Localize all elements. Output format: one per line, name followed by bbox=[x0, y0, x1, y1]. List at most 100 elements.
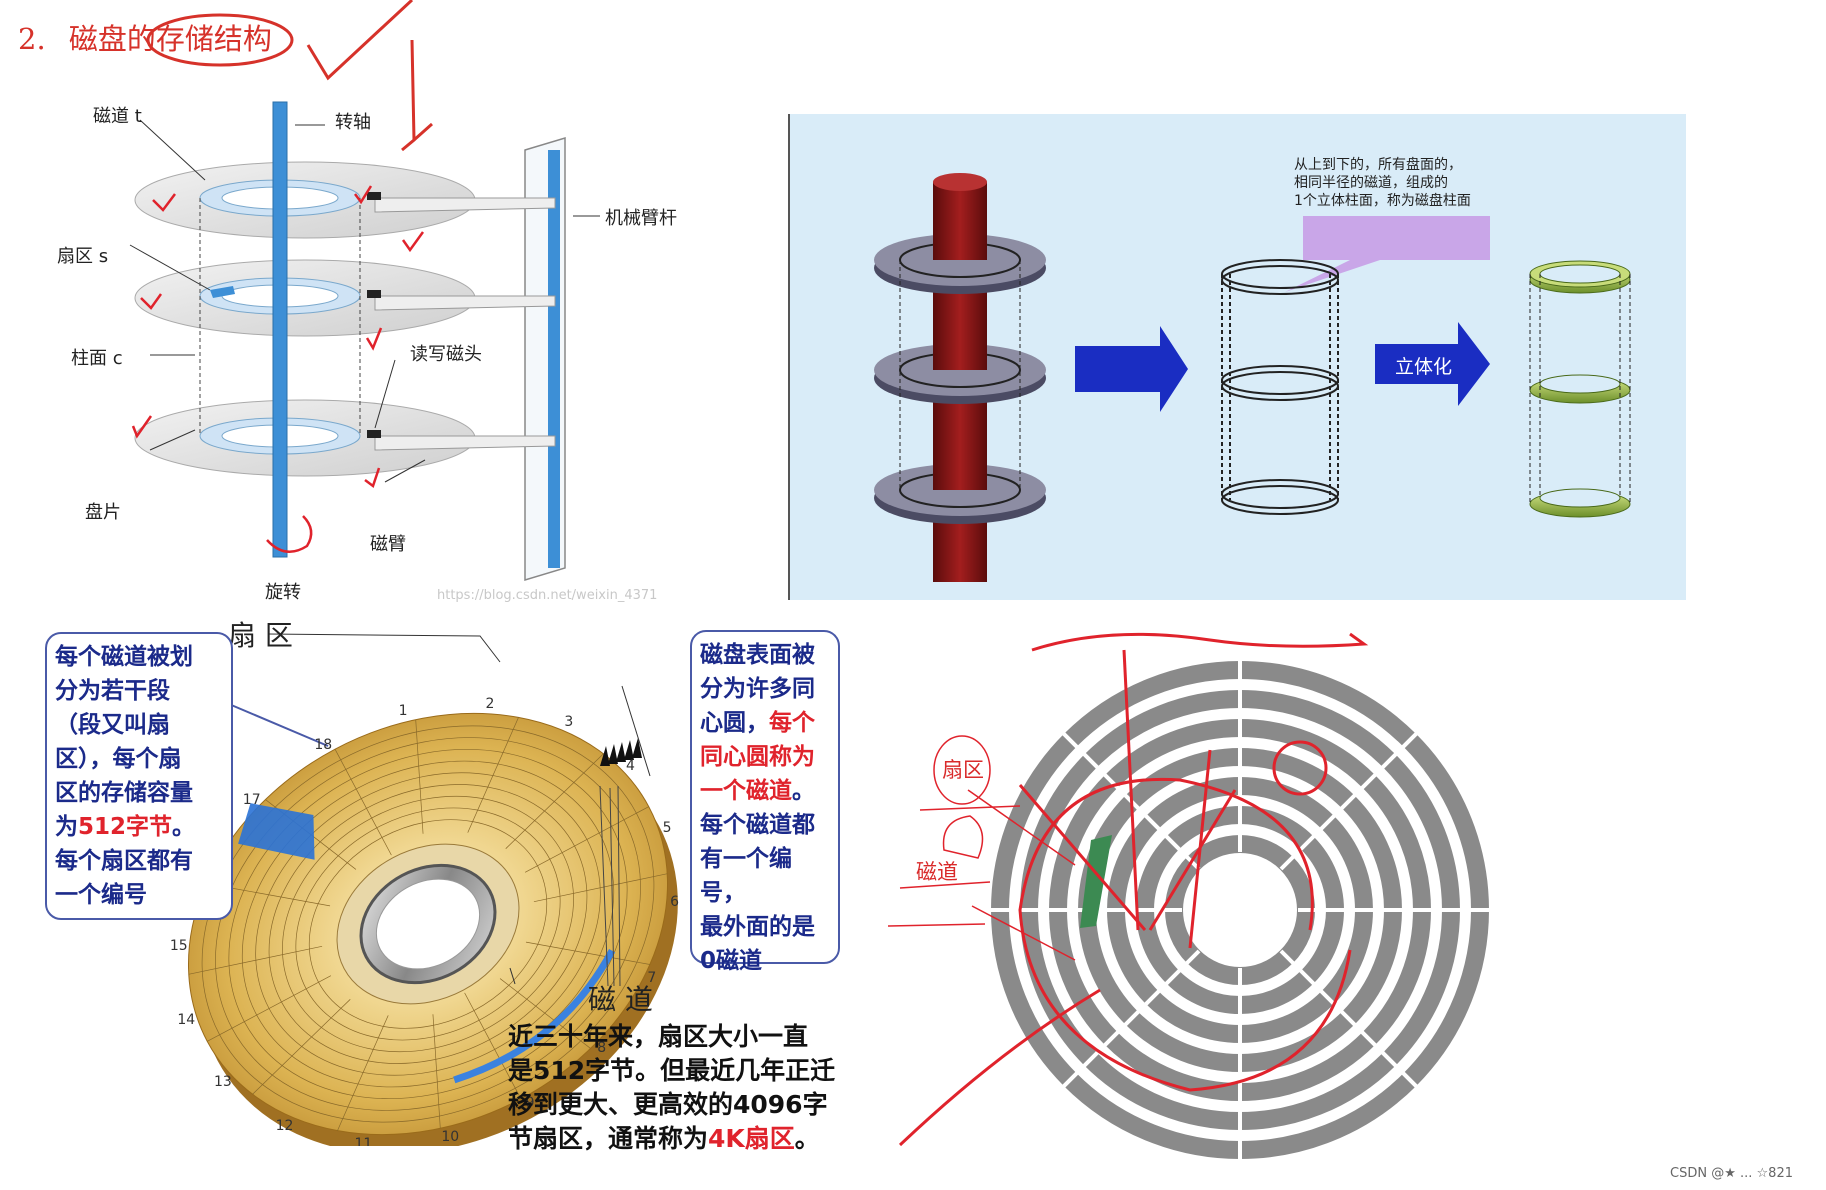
bubble-box bbox=[1303, 216, 1490, 260]
right-callout-highlight: 一个磁道 bbox=[700, 778, 792, 804]
fig3-track-label: 磁 道 bbox=[588, 983, 653, 1016]
left-callout-line: （段又叫扇 bbox=[55, 712, 170, 738]
arm-pointer bbox=[384, 459, 426, 483]
sector-number: 9 bbox=[525, 1095, 535, 1112]
platter-middle bbox=[134, 259, 556, 337]
section-number: 2. bbox=[18, 22, 46, 56]
label-rotation: 旋转 bbox=[265, 582, 301, 603]
sector-gaps bbox=[988, 658, 1492, 1162]
left-callout-line: 每个扇区都有 bbox=[55, 848, 193, 874]
track-teeth bbox=[600, 738, 642, 766]
platter-bottom bbox=[134, 399, 556, 477]
title-circle-mark bbox=[146, 13, 294, 67]
label-marks bbox=[887, 735, 1076, 961]
sector-number: 3 bbox=[564, 714, 574, 731]
sector-gap bbox=[1060, 949, 1201, 1090]
left-callout-highlight: 512字节 bbox=[78, 814, 173, 840]
sector-number: 10 bbox=[441, 1128, 460, 1145]
bubble-tail bbox=[1285, 260, 1380, 292]
fig4-track-label: 磁道 bbox=[916, 860, 958, 884]
right-callout-line: 0磁道 bbox=[700, 948, 763, 974]
arrow-3d-label: 立体化 bbox=[1395, 356, 1453, 378]
fig4-concentric-tracks: 扇区 磁道 bbox=[880, 630, 1600, 1170]
sector-number: 6 bbox=[670, 893, 680, 910]
note-text: 节扇区，通常称为 bbox=[508, 1124, 709, 1153]
sector-label-pointer bbox=[267, 633, 501, 663]
sector-number: 11 bbox=[354, 1136, 373, 1146]
left-callout-line: 分为若干段 bbox=[55, 678, 170, 704]
fig1-disk-platters: 磁道 t 转轴 扇区 s 机械臂杆 柱面 c 读写磁头 盘片 磁臂 旋转 htt… bbox=[55, 90, 775, 610]
right-callout-line: 分为许多同 bbox=[700, 676, 815, 702]
right-callout-line: 每个磁道都 bbox=[700, 812, 815, 838]
platter-pointer bbox=[149, 429, 196, 451]
highlighted-sector bbox=[1080, 835, 1112, 928]
note-line: 近三十年来，扇区大小一直 bbox=[508, 1022, 809, 1051]
note-highlight: 4K扇区 bbox=[708, 1124, 795, 1153]
fig3-drawing bbox=[187, 633, 678, 1146]
sector-pointer bbox=[129, 244, 211, 291]
footer-credit: CSDN @★ ... ☆821 bbox=[1670, 1166, 1793, 1181]
highlighted-sector bbox=[238, 803, 315, 860]
sector-number: 17 bbox=[242, 791, 261, 808]
sector-number: 4 bbox=[625, 757, 635, 774]
label-sector: 扇区 s bbox=[57, 246, 109, 267]
sector-number: 18 bbox=[314, 736, 333, 753]
right-callout-line: 。 bbox=[792, 778, 815, 804]
note-line: 移到更大、更高效的4096字 bbox=[508, 1090, 828, 1119]
sector-gap bbox=[1279, 730, 1420, 871]
left-callout-line: 区的存储容量 bbox=[55, 780, 193, 806]
green-rings bbox=[1529, 260, 1631, 518]
title-annotations bbox=[146, 0, 433, 152]
title-check-mark bbox=[306, 0, 414, 81]
label-arm-pole: 机械臂杆 bbox=[605, 208, 677, 229]
sector-number: 13 bbox=[214, 1074, 232, 1091]
right-callout-line: 心圆， bbox=[700, 710, 769, 736]
label-rw-head: 读写磁头 bbox=[410, 344, 482, 365]
sector-number: 7 bbox=[647, 970, 657, 987]
track-pointer bbox=[139, 119, 206, 181]
stacked-disks bbox=[874, 173, 1046, 582]
title-arrow-mark bbox=[401, 39, 433, 152]
label-arm: 磁臂 bbox=[370, 534, 406, 555]
fig1-drawing bbox=[129, 101, 600, 582]
fig4-sector-label: 扇区 bbox=[942, 758, 984, 782]
track-label-pointers bbox=[599, 785, 621, 987]
fig3-gold-disk: 扇 区 磁 道 123456789101112131415161718 每个磁道… bbox=[10, 606, 880, 1146]
sector-gap bbox=[1279, 949, 1420, 1090]
left-callout-line: 一个编号 bbox=[55, 882, 147, 908]
arrow-3d bbox=[1375, 322, 1490, 406]
arm-pole-stripe bbox=[548, 150, 560, 568]
arrow-right bbox=[1075, 326, 1188, 412]
fig3-sector-label: 扇 区 bbox=[228, 619, 293, 652]
highlighted-track bbox=[453, 949, 616, 1084]
right-callout-highlight: 每个 bbox=[769, 710, 815, 736]
sector-number: 2 bbox=[485, 695, 495, 712]
sector-number: 14 bbox=[177, 1012, 196, 1029]
right-callout-highlight: 同心圆称为 bbox=[700, 744, 815, 770]
section-text: 磁盘的存储结构 bbox=[68, 22, 272, 56]
gold-platter bbox=[187, 712, 678, 1146]
left-callout-line: 区），每个扇 bbox=[55, 746, 182, 772]
label-spindle: 转轴 bbox=[335, 112, 371, 133]
bubble-text: 从上到下的，所有盘面的， 相同半径的磁道，组成的 1个立体柱面，称为磁盘柱面 bbox=[1294, 157, 1471, 209]
head-pointer bbox=[374, 359, 396, 429]
note-line: 是512字节。但最近几年正迁 bbox=[508, 1056, 836, 1085]
left-callout-line: 每个磁道被划 bbox=[55, 644, 193, 670]
left-callout-line: 为 bbox=[55, 814, 78, 840]
right-callout-pointer bbox=[621, 685, 651, 777]
note-text: 。 bbox=[794, 1124, 820, 1153]
sector-number: 8 bbox=[597, 1040, 607, 1057]
left-callout: 每个磁道被划 分为若干段 （段又叫扇 区），每个扇 区的存储容量 为512字节。… bbox=[45, 632, 233, 920]
label-platter: 盘片 bbox=[85, 502, 121, 523]
sector-number: 12 bbox=[275, 1117, 294, 1134]
sector-number: 5 bbox=[662, 819, 672, 836]
fig2-cylinder-concept: 从上到下的，所有盘面的， 相同半径的磁道，组成的 1个立体柱面，称为磁盘柱面 立… bbox=[788, 114, 1686, 600]
fig4-drawing bbox=[887, 632, 1492, 1162]
platter-top bbox=[134, 161, 556, 239]
left-callout-line: 。 bbox=[172, 814, 196, 840]
right-callout: 磁盘表面被 分为许多同 心圆，每个 同心圆称为 一个磁道。 每个磁道都 有一个编… bbox=[690, 630, 840, 974]
right-callout-line: 有一个编号， bbox=[700, 846, 792, 906]
right-callout-line: 最外面的是 bbox=[700, 914, 815, 940]
label-cylinder: 柱面 c bbox=[71, 348, 123, 369]
